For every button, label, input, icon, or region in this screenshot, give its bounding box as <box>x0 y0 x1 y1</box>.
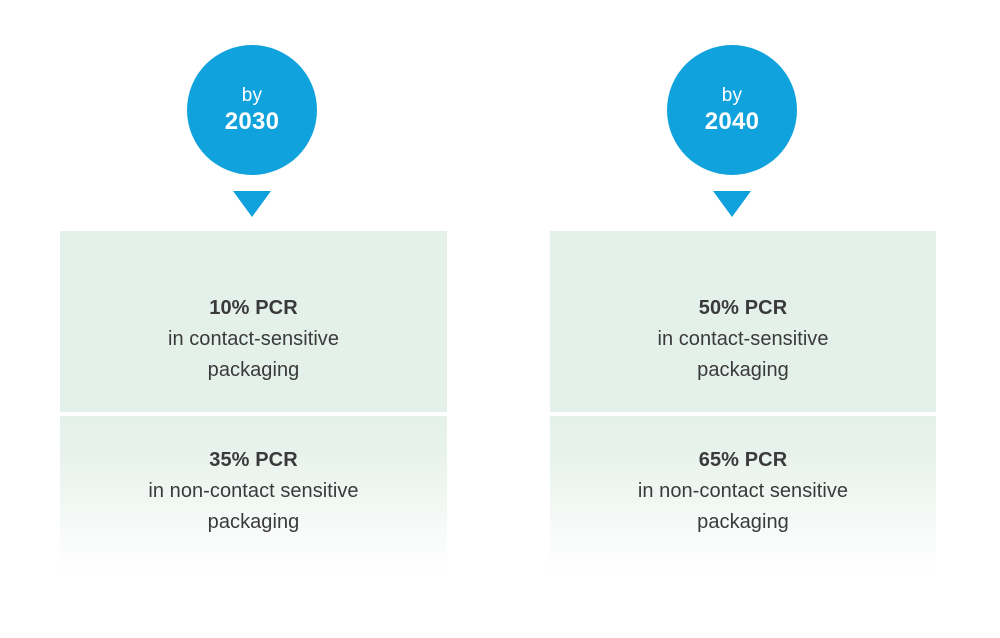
stat-description-line-1: in contact-sensitive <box>657 328 829 350</box>
year-bubble-2030: by 2030 <box>187 45 317 175</box>
stat-description-line-2: packaging <box>207 511 300 533</box>
stat-headline: 35% PCR <box>209 449 298 471</box>
year-bubble-2040: by 2040 <box>667 45 797 175</box>
stat-headline: 50% PCR <box>698 297 788 319</box>
stat-panel-non-contact-sensitive-2030: 35% PCR in non-contact sensitive packagi… <box>60 416 447 578</box>
year-bubble-prefix: by <box>241 85 263 106</box>
year-bubble-prefix: by <box>721 85 743 106</box>
stat-description-line-1: in non-contact sensitive <box>637 480 849 502</box>
stat-headline: 10% PCR <box>209 297 298 319</box>
stat-description-line-2: packaging <box>697 359 789 381</box>
stat-description-line-1: in non-contact sensitive <box>148 480 359 502</box>
target-column-2040: by 2040 50% PCR in contact-sensitive pac… <box>550 0 936 638</box>
stat-description-line-2: packaging <box>207 359 300 381</box>
triangle-down-icon <box>233 191 271 217</box>
stat-description-line-2: packaging <box>697 511 789 533</box>
stat-panel-contact-sensitive-2040: 50% PCR in contact-sensitive packaging <box>550 231 936 412</box>
stat-panel-contact-sensitive-2030: 10% PCR in contact-sensitive packaging <box>60 231 447 412</box>
year-bubble-year: 2040 <box>704 108 760 135</box>
stat-description-line-1: in contact-sensitive <box>167 328 340 350</box>
year-bubble-year: 2030 <box>224 108 280 135</box>
target-column-2030: by 2030 10% PCR in contact-sensitive pac… <box>60 0 447 638</box>
stat-headline: 65% PCR <box>698 449 788 471</box>
triangle-down-icon <box>713 191 751 217</box>
stat-panel-non-contact-sensitive-2040: 65% PCR in non-contact sensitive packagi… <box>550 416 936 578</box>
